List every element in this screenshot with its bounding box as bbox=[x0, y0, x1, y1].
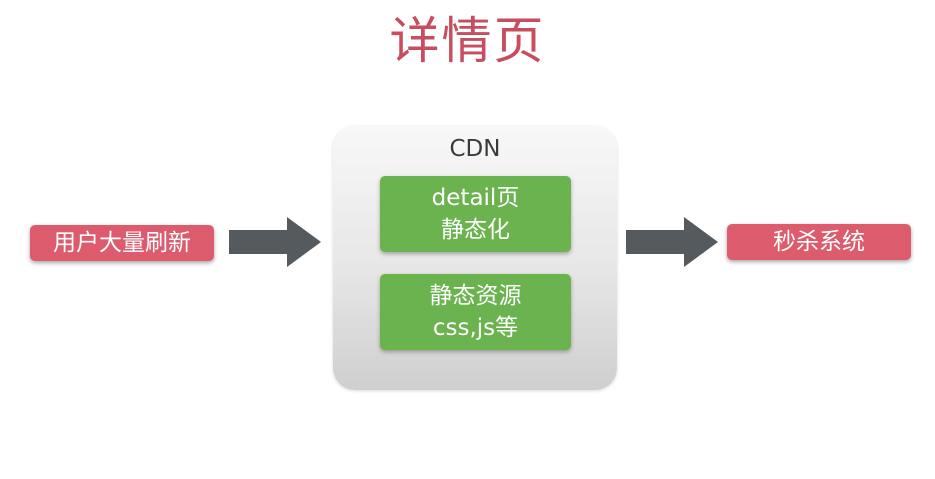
seckill-system-box: 秒杀系统 bbox=[727, 224, 911, 260]
static-resources-line1: 静态资源 bbox=[429, 283, 522, 309]
arrow-right-icon bbox=[626, 217, 718, 267]
cdn-container: CDN detail页 静态化 静态资源 css,js等 bbox=[333, 126, 617, 390]
page-title: 详情页 bbox=[389, 12, 546, 70]
detail-static-line2: 静态化 bbox=[441, 217, 510, 243]
detail-static-line1: detail页 bbox=[431, 185, 520, 211]
cdn-label: CDN bbox=[449, 136, 501, 162]
user-refresh-box: 用户大量刷新 bbox=[30, 225, 214, 261]
detail-static-block: detail页 静态化 bbox=[380, 176, 571, 252]
static-resources-line2: css,js等 bbox=[432, 315, 519, 341]
arrow-right-icon bbox=[229, 217, 321, 267]
static-resources-block: 静态资源 css,js等 bbox=[380, 274, 571, 350]
